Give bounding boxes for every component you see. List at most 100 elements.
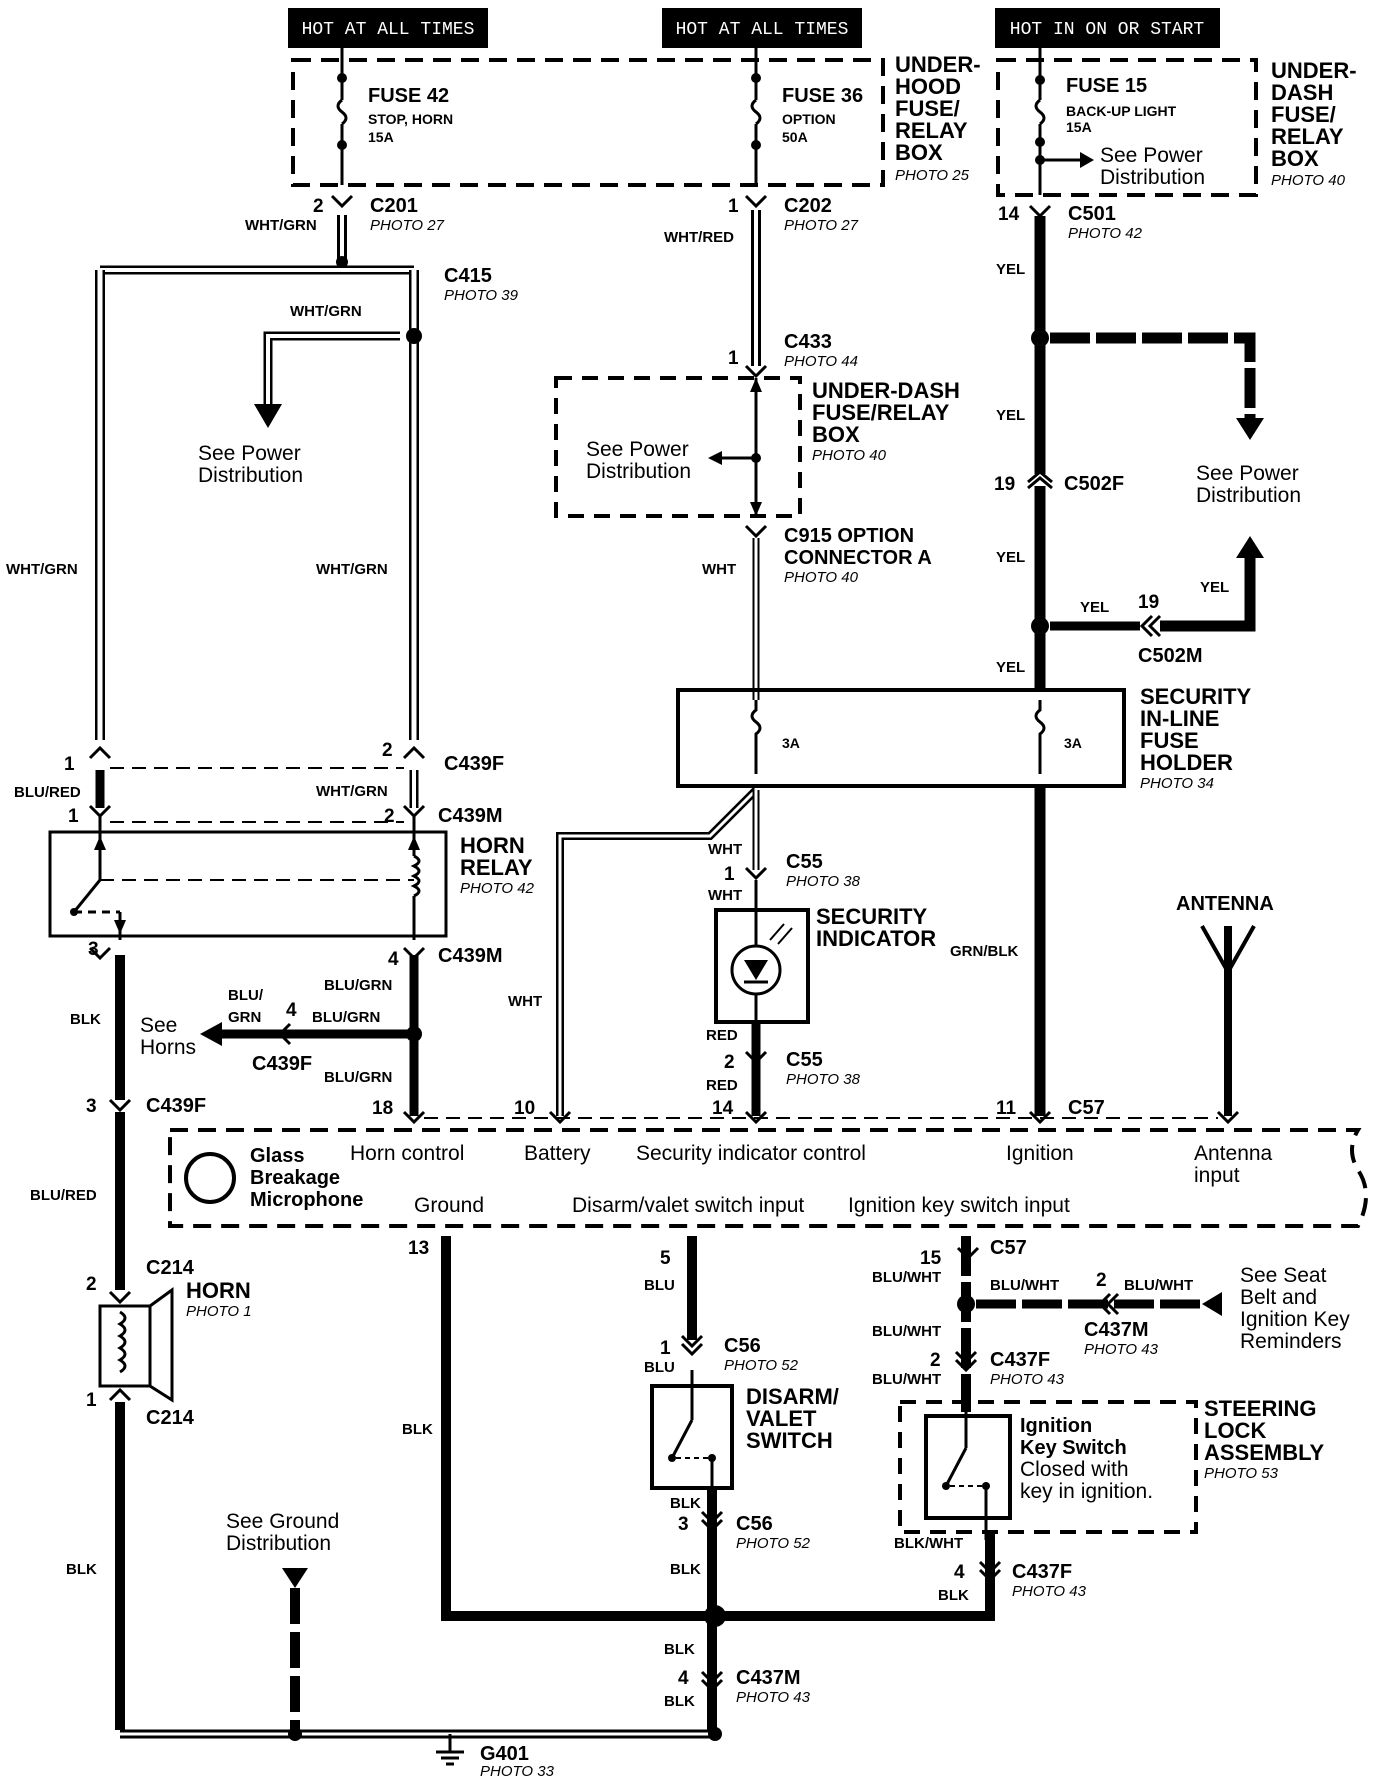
svg-text:C437F: C437F: [990, 1349, 1050, 1371]
svg-text:C501: C501: [1068, 203, 1116, 225]
supply-tag-3: HOT IN ON OR START: [995, 8, 1220, 48]
connector-c56-top: 1 C56 PHOTO 52: [660, 1334, 799, 1374]
svg-text:HOT AT ALL TIMES: HOT AT ALL TIMES: [676, 20, 849, 40]
see-seat-belt-note: See Seat Belt and Ignition Key Reminders: [1240, 1264, 1350, 1353]
fuse-42-name: FUSE 42: [368, 85, 449, 107]
see-power-mid-2: Distribution: [586, 460, 691, 483]
wire-blk-module-ground: [441, 1236, 995, 1621]
svg-text:C57: C57: [1068, 1097, 1105, 1119]
ignition-key-switch-label: Ignition Key Switch Closed with key in i…: [1020, 1415, 1153, 1503]
antenna-icon: [1200, 925, 1256, 1116]
security-fuse-right-rating: 3A: [1064, 735, 1082, 751]
fuse-36-desc: OPTION: [782, 111, 836, 127]
svg-text:C55: C55: [786, 851, 823, 873]
wire-label-whtgrn-c439: WHT/GRN: [316, 783, 388, 800]
svg-text:C915 OPTION: C915 OPTION: [784, 525, 914, 547]
wire-label-c202: WHT/RED: [664, 229, 734, 246]
security-indicator-label: SECURITY INDICATOR: [816, 904, 936, 951]
svg-text:HOLDER: HOLDER: [1140, 750, 1233, 775]
horn-label: HORN: [186, 1278, 251, 1303]
svg-text:C56: C56: [724, 1335, 761, 1357]
svg-text:PHOTO 27: PHOTO 27: [784, 217, 859, 234]
svg-text:1: 1: [68, 806, 79, 827]
svg-text:19: 19: [1138, 592, 1159, 613]
svg-text:RELAY: RELAY: [895, 118, 968, 143]
svg-text:14: 14: [998, 204, 1020, 225]
svg-text:PHOTO 40: PHOTO 40: [784, 569, 859, 586]
see-power-right-1: See Power: [1196, 462, 1299, 485]
terminal-battery: Battery: [524, 1142, 591, 1165]
svg-text:Ignition: Ignition: [1020, 1415, 1092, 1437]
svg-text:3: 3: [678, 1514, 689, 1535]
connector-c214-bottom: 1 C214: [86, 1387, 195, 1429]
svg-text:4: 4: [388, 949, 399, 970]
connector-c439f-horns: 4 C439F: [252, 1000, 312, 1075]
see-horns-2: Horns: [140, 1036, 196, 1059]
svg-text:ASSEMBLY: ASSEMBLY: [1204, 1440, 1325, 1465]
svg-text:C202: C202: [784, 195, 832, 217]
svg-text:2: 2: [382, 740, 393, 761]
svg-text:PHOTO 52: PHOTO 52: [724, 1357, 799, 1374]
svg-text:SECURITY: SECURITY: [1140, 684, 1252, 709]
wire-label-blugrn-mid: BLU/GRN: [312, 1009, 380, 1026]
svg-text:PHOTO 42: PHOTO 42: [1068, 225, 1143, 242]
disarm-switch-label: DISARM/ VALET SWITCH: [746, 1384, 839, 1453]
wire-label-blkwht: BLK/WHT: [894, 1535, 963, 1552]
svg-text:UNDER-DASH: UNDER-DASH: [812, 378, 960, 403]
svg-text:4: 4: [286, 1000, 297, 1021]
wire-label-blured-bottom: BLU/RED: [30, 1187, 97, 1204]
svg-text:2: 2: [313, 196, 324, 217]
svg-text:UNDER-: UNDER-: [1271, 58, 1357, 83]
svg-text:C437M: C437M: [1084, 1319, 1148, 1341]
antenna-label: ANTENNA: [1176, 893, 1274, 915]
svg-text:DASH: DASH: [1271, 80, 1333, 105]
svg-text:5: 5: [660, 1248, 671, 1269]
wire-label-grn: GRN: [228, 1009, 261, 1026]
wire-label-yel-5: YEL: [1200, 579, 1229, 596]
security-fuse-left-rating: 3A: [782, 735, 800, 751]
wire-label-bluwht-1: BLU/WHT: [872, 1269, 941, 1286]
see-power-top-right-2: Distribution: [1100, 166, 1205, 189]
svg-text:PHOTO 52: PHOTO 52: [736, 1535, 811, 1552]
svg-text:2: 2: [1096, 1270, 1107, 1291]
svg-text:BOX: BOX: [1271, 146, 1319, 171]
fuse-36-rating: 50A: [782, 129, 808, 145]
wire-label-wht-ind-2: WHT: [708, 887, 742, 904]
wire-label-wht-ind-1: WHT: [708, 841, 742, 858]
svg-text:14: 14: [712, 1098, 734, 1119]
led-icon: [730, 910, 793, 1022]
wire-label-blk-relay: BLK: [70, 1011, 101, 1028]
svg-text:PHOTO 40: PHOTO 40: [812, 447, 887, 464]
terminal-ground: Ground: [414, 1194, 484, 1217]
connector-c502f: 19 C502F: [994, 470, 1124, 495]
see-power-mid-1: See Power: [586, 438, 689, 461]
underdash-mid-fuse-box: [554, 376, 802, 518]
svg-text:C214: C214: [146, 1407, 195, 1429]
terminal-ignition: Ignition: [1006, 1142, 1074, 1165]
connector-c214-top: C214 2: [86, 1257, 195, 1305]
svg-text:HORN: HORN: [460, 833, 525, 858]
ignition-key-switch-box: [924, 1414, 1012, 1520]
connector-c439m-bottom: 3 4 C439M: [88, 939, 502, 970]
svg-text:2: 2: [86, 1274, 97, 1295]
svg-text:2: 2: [930, 1350, 941, 1371]
svg-text:PHOTO 43: PHOTO 43: [1084, 1341, 1159, 1358]
underdash-top-label: UNDER- DASH FUSE/ RELAY BOX PHOTO 40: [1271, 58, 1357, 189]
horn-relay-internals: [70, 816, 421, 940]
svg-text:Ignition Key: Ignition Key: [1240, 1308, 1350, 1331]
wire-label-blk-module: BLK: [402, 1421, 433, 1438]
svg-text:HOOD: HOOD: [895, 74, 961, 99]
wire-label-blk-c437m-1: BLK: [664, 1641, 695, 1658]
svg-text:FUSE/: FUSE/: [1271, 102, 1336, 127]
svg-text:INDICATOR: INDICATOR: [816, 926, 936, 951]
wire-label-grnblk: GRN/BLK: [950, 943, 1018, 960]
svg-text:C437F: C437F: [1012, 1561, 1072, 1583]
fuse-15-symbol: [1034, 98, 1046, 126]
fuse-36-symbol: [750, 98, 762, 126]
wire-label-blk-horn: BLK: [66, 1561, 97, 1578]
steering-lock-label: STEERING LOCK ASSEMBLY PHOTO 53: [1204, 1396, 1325, 1482]
svg-text:PHOTO 25: PHOTO 25: [895, 167, 970, 184]
svg-text:PHOTO 43: PHOTO 43: [1012, 1583, 1087, 1600]
svg-text:C437M: C437M: [736, 1667, 800, 1689]
